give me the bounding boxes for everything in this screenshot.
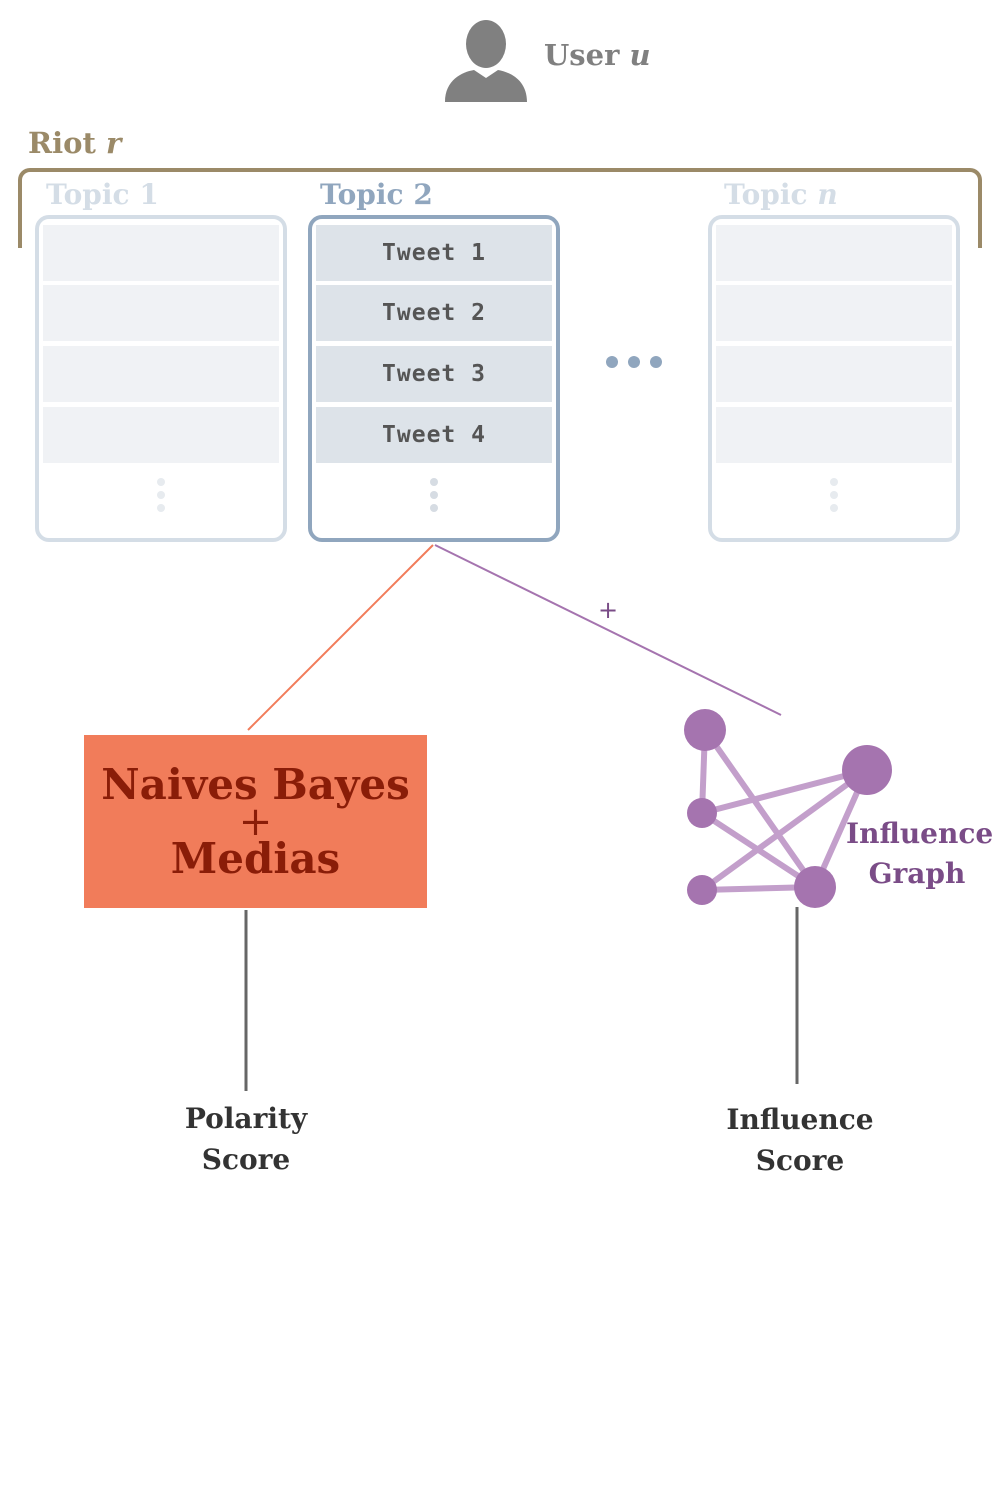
more-topics-ellipsis [606, 356, 666, 368]
graph-node [687, 798, 717, 828]
tweet-1: Tweet 1 [316, 225, 552, 281]
tweet-slot [43, 407, 279, 463]
tweet-slot [716, 225, 952, 281]
model-line-2: Medias [170, 833, 341, 883]
more-tweets-dots [830, 478, 838, 517]
model-plus: + [238, 798, 273, 845]
tweet-slot [716, 285, 952, 341]
topic-1-title: Topic 1 [46, 178, 159, 211]
more-tweets-dots [157, 478, 165, 517]
edge-to-model [247, 544, 434, 731]
tweet-slot [43, 225, 279, 281]
tweet-4: Tweet 4 [316, 407, 552, 463]
tweet-slot [716, 346, 952, 402]
graph-node [842, 745, 892, 795]
polarity-score-label: Polarity Score [184, 1102, 308, 1176]
topic-n-box [708, 215, 960, 542]
influence-graph-icon [684, 709, 892, 908]
user-label: User u [544, 38, 651, 72]
tweet-slot [43, 285, 279, 341]
graph-node [794, 866, 836, 908]
topic-2-title: Topic 2 [320, 178, 433, 211]
graph-node [687, 875, 717, 905]
tweet-3: Tweet 3 [316, 346, 552, 402]
edge-plus-sign: + [598, 596, 619, 624]
influence-graph-label: Influence Graph [846, 817, 994, 890]
tweet-slot [43, 346, 279, 402]
influence-score-label: Influence Score [726, 1103, 874, 1177]
riot-label: Riot r [28, 126, 122, 160]
graph-node [684, 709, 726, 751]
more-tweets-dots [430, 478, 438, 517]
topic-n-title: Topic n [724, 178, 838, 211]
edge-to-graph [434, 544, 782, 716]
topic-2-box: Tweet 1 Tweet 2 Tweet 3 Tweet 4 [308, 215, 560, 542]
naive-bayes-model-box: Naives Bayes + Medias [84, 735, 427, 908]
riot-bracket [18, 168, 982, 248]
model-line-1: Naives Bayes [101, 759, 410, 809]
topic-1-box [35, 215, 287, 542]
tweet-2: Tweet 2 [316, 285, 552, 341]
user-icon [445, 20, 527, 102]
tweet-slot [716, 407, 952, 463]
